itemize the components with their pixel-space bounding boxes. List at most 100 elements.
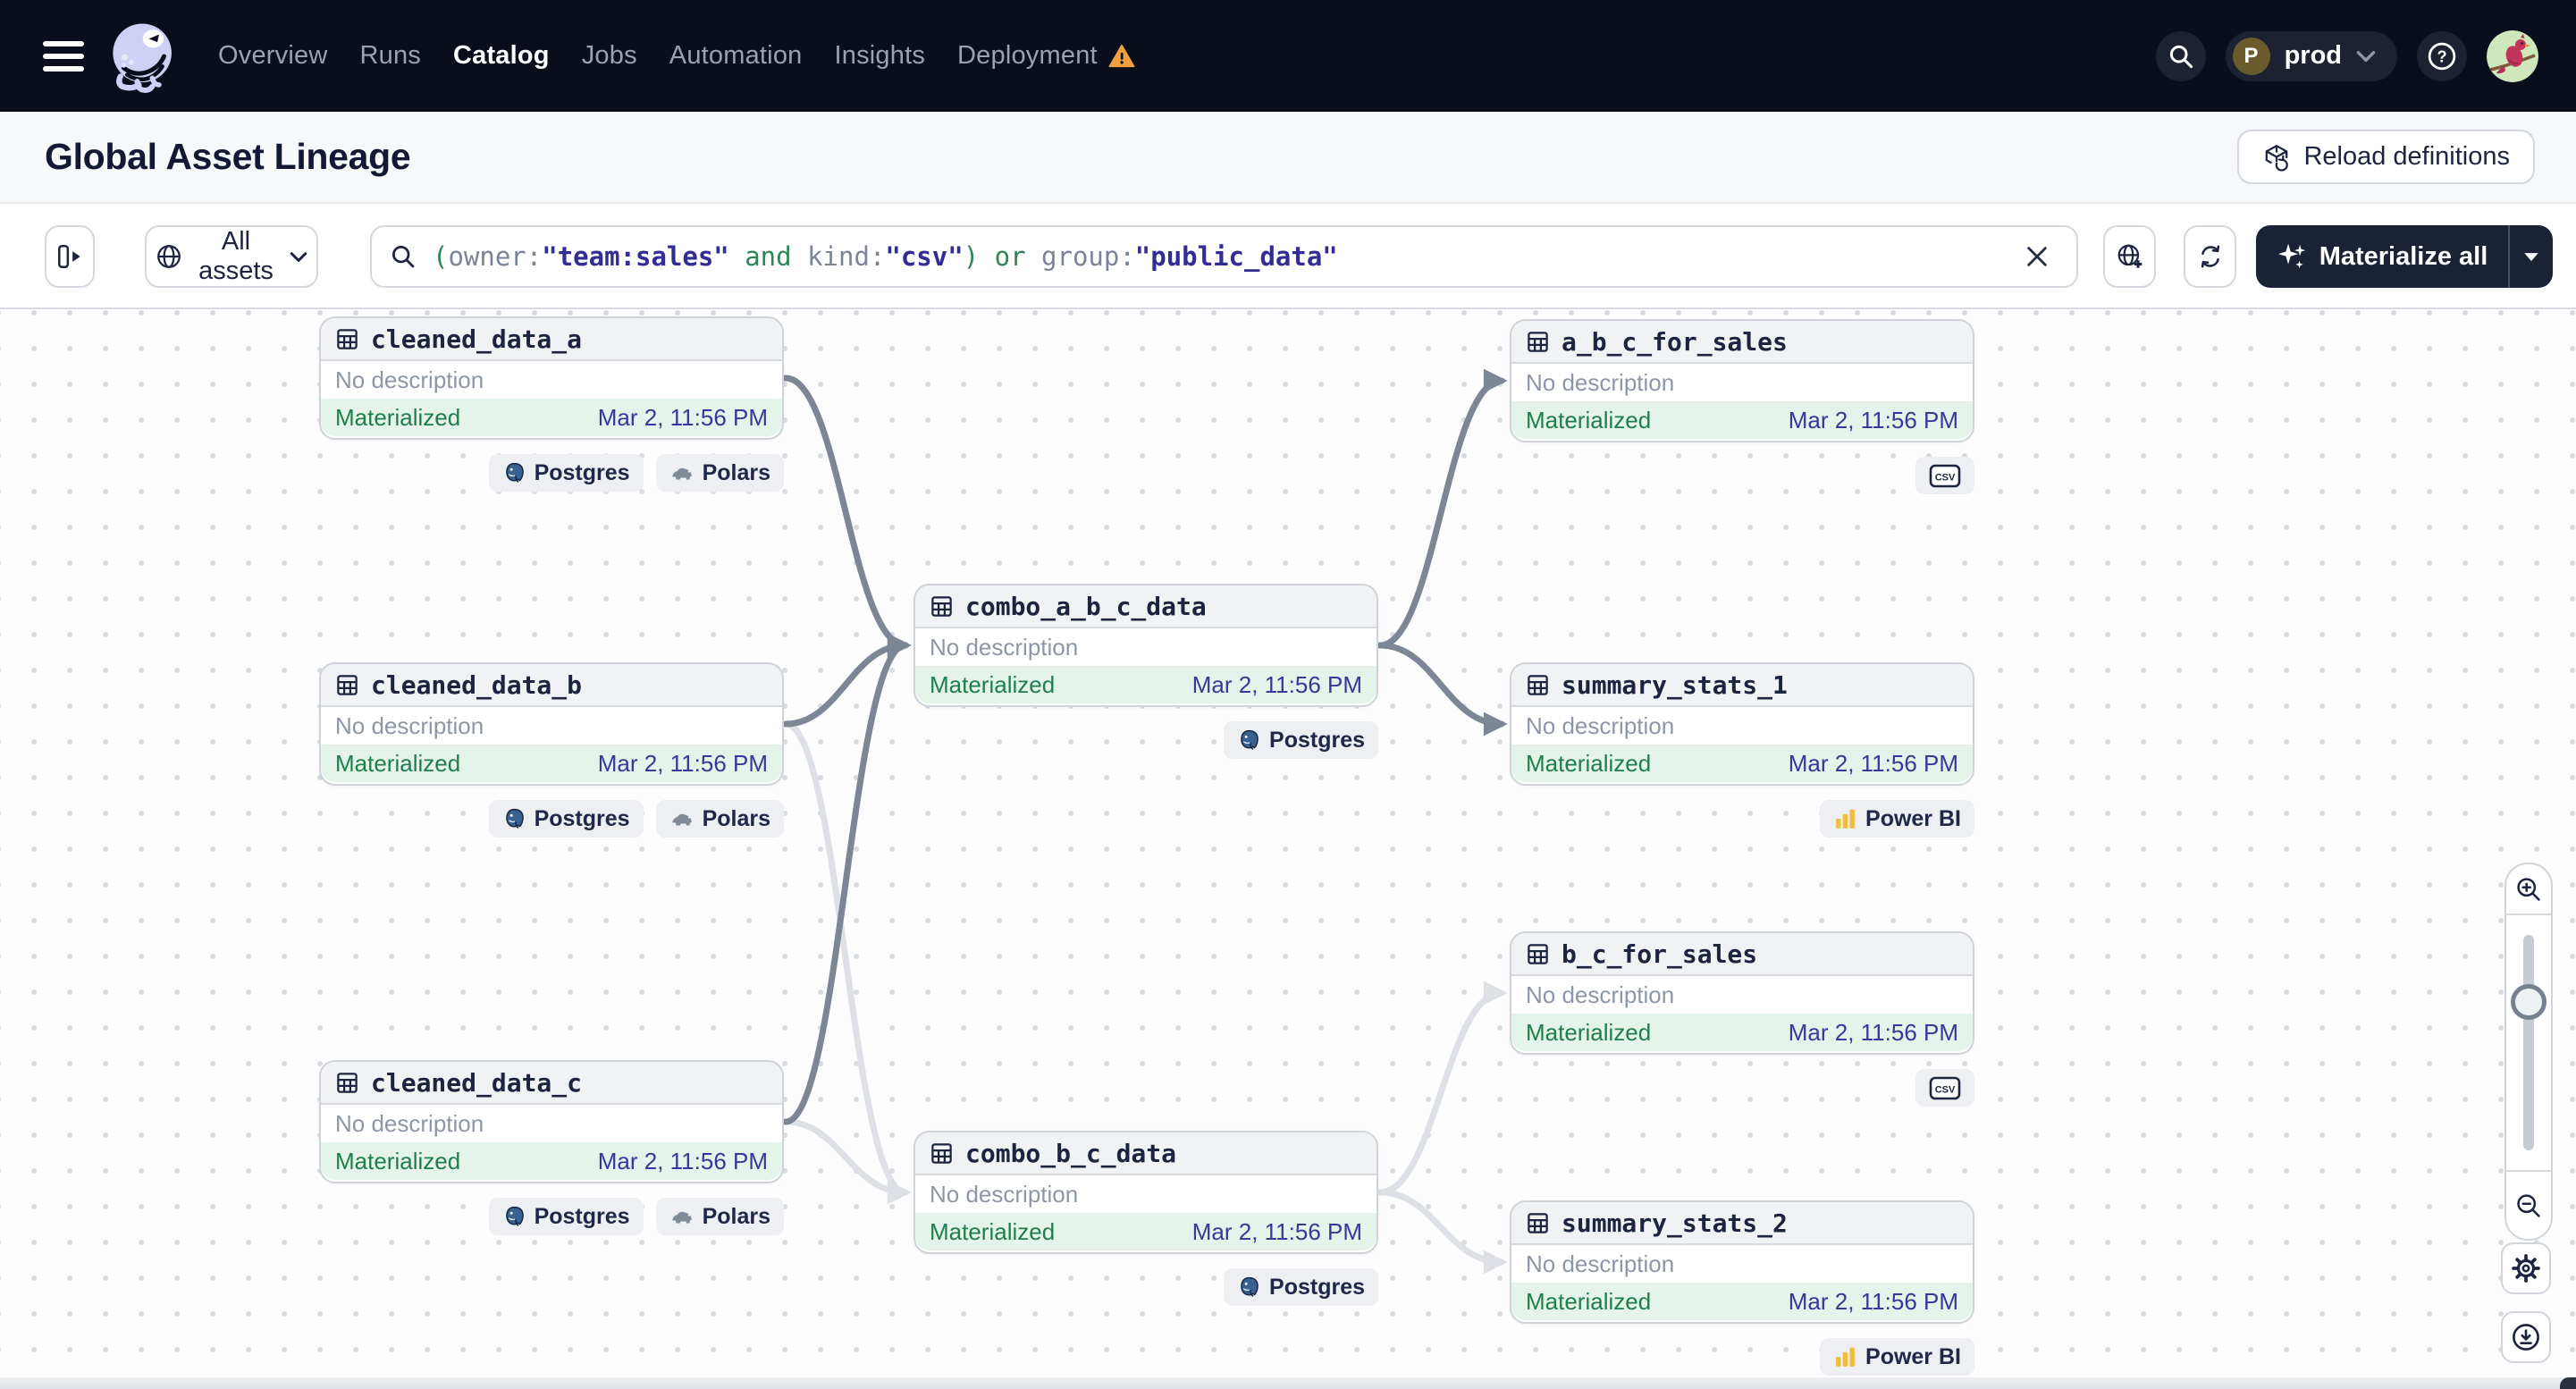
asset-node-b_c_for_sales[interactable]: b_c_for_sales No description Materialize…: [1510, 931, 1974, 1055]
nav-item-insights[interactable]: Insights: [834, 41, 925, 71]
asset-name: combo_b_c_data: [965, 1138, 1177, 1168]
kind-tag-csv[interactable]: CSV: [1915, 1069, 1974, 1107]
asset-description: No description: [1526, 711, 1675, 739]
kind-tag-powerbi[interactable]: Power BI: [1820, 800, 1974, 838]
asset-tags-summary_stats_1: Power BI: [1510, 800, 1974, 838]
kind-tag-powerbi[interactable]: Power BI: [1820, 1338, 1974, 1376]
materialize-all-button[interactable]: Materialize all: [2256, 225, 2508, 288]
zoom-slider-thumb[interactable]: [2511, 983, 2547, 1020]
asset-status-bar: Materialized Mar 2, 11:56 PM: [321, 1142, 782, 1180]
help-button[interactable]: ?: [2417, 30, 2467, 81]
user-avatar[interactable]: [2487, 29, 2538, 82]
nav-item-jobs[interactable]: Jobs: [582, 41, 637, 71]
asset-node-summary_stats_2[interactable]: summary_stats_2 No description Materiali…: [1510, 1200, 1974, 1324]
table-icon: [335, 1071, 359, 1095]
refresh-button[interactable]: [2184, 225, 2236, 288]
asset-name: cleaned_data_a: [371, 324, 583, 354]
gear-icon: [2511, 1253, 2541, 1284]
kind-tag-postgres[interactable]: Postgres: [488, 800, 644, 838]
asset-name: summary_stats_1: [1562, 669, 1788, 700]
kind-tag-csv[interactable]: CSV: [1915, 457, 1974, 494]
asset-description: No description: [1526, 1250, 1675, 1277]
asset-node-cleaned_data_a[interactable]: cleaned_data_a No description Materializ…: [319, 316, 784, 440]
nav-item-overview[interactable]: Overview: [218, 41, 327, 71]
asset-node-header: b_c_for_sales: [1511, 933, 1973, 976]
kind-tag-polars[interactable]: Polars: [655, 1198, 784, 1235]
kind-tag-label: Postgres: [534, 805, 630, 831]
zoom-slider[interactable]: [2506, 915, 2551, 1170]
asset-scope-dropdown[interactable]: All assets: [145, 225, 318, 288]
kind-tag-postgres[interactable]: Postgres: [1224, 721, 1378, 759]
kind-tag-label: Power BI: [1865, 805, 1961, 831]
svg-text:?: ?: [2437, 47, 2446, 65]
globe-icon: [156, 243, 182, 270]
materialized-status: Materialized: [335, 749, 461, 777]
postgres-icon: [1237, 1275, 1261, 1300]
asset-tags-combo_b_c_data: Postgres: [913, 1268, 1378, 1306]
materialization-timestamp: Mar 2, 11:56 PM: [1788, 749, 1958, 777]
kind-tag-label: Power BI: [1865, 1343, 1961, 1369]
nav-item-label: Automation: [669, 41, 803, 70]
materialized-status: Materialized: [1526, 1287, 1652, 1315]
nav-item-automation[interactable]: Automation: [669, 41, 803, 71]
bottom-scroll-strip[interactable]: [0, 1377, 2576, 1389]
kind-tag-postgres[interactable]: Postgres: [488, 454, 644, 492]
asset-node-combo_a_b_c_data[interactable]: combo_a_b_c_data No description Material…: [913, 584, 1378, 707]
reload-definitions-button[interactable]: Reload definitions: [2237, 130, 2535, 184]
caret-down-icon: [2522, 250, 2540, 263]
settings-button[interactable]: [2501, 1242, 2551, 1294]
download-button[interactable]: [2501, 1311, 2551, 1363]
deployment-switcher[interactable]: P prod: [2225, 30, 2397, 81]
materialization-timestamp: Mar 2, 11:56 PM: [597, 1147, 768, 1174]
search-icon: [390, 243, 417, 270]
nav-item-label: Catalog: [452, 41, 550, 70]
asset-node-summary_stats_1[interactable]: summary_stats_1 No description Materiali…: [1510, 662, 1974, 786]
table-icon: [1526, 673, 1550, 697]
postgres-icon: [502, 1205, 526, 1229]
materialized-status: Materialized: [930, 1217, 1056, 1245]
zoom-out-button[interactable]: [2506, 1170, 2551, 1239]
asset-node-header: combo_a_b_c_data: [915, 585, 1376, 628]
warning-icon: [1108, 44, 1135, 68]
reload-cube-icon: [2262, 143, 2291, 172]
menu-icon[interactable]: [43, 40, 84, 72]
nav-item-deployment[interactable]: Deployment: [957, 41, 1135, 71]
table-icon: [1526, 1211, 1550, 1235]
materialize-options-caret[interactable]: [2508, 225, 2553, 288]
kind-tag-postgres[interactable]: Postgres: [1224, 1268, 1378, 1306]
asset-node-cleaned_data_b[interactable]: cleaned_data_b No description Materializ…: [319, 662, 784, 786]
global-search-button[interactable]: [2155, 30, 2206, 81]
kind-tag-label: Polars: [702, 1203, 770, 1229]
asset-node-cleaned_data_c[interactable]: cleaned_data_c No description Materializ…: [319, 1060, 784, 1183]
zoom-in-button[interactable]: [2506, 864, 2551, 915]
panel-expand-icon: [55, 242, 84, 271]
polars-icon: [669, 464, 695, 483]
deployment-name: prod: [2284, 41, 2342, 70]
visualize-scope-button[interactable]: [2103, 225, 2156, 288]
nav-item-catalog[interactable]: Catalog: [453, 41, 550, 71]
table-icon: [930, 1141, 954, 1166]
asset-tags-cleaned_data_a: Postgres Polars: [319, 454, 784, 492]
asset-filter-input[interactable]: (owner:"team:sales" and kind:"csv") or g…: [370, 225, 2078, 288]
nav-item-runs[interactable]: Runs: [359, 41, 421, 71]
asset-tags-a_b_c_for_sales: CSV: [1510, 457, 1974, 494]
kind-tag-polars[interactable]: Polars: [655, 800, 784, 838]
nav-item-label: Insights: [834, 41, 926, 70]
expand-panel-button[interactable]: [45, 225, 95, 288]
asset-node-combo_b_c_data[interactable]: combo_b_c_data No description Materializ…: [913, 1131, 1378, 1254]
close-icon: [2025, 244, 2050, 269]
clear-filter-button[interactable]: [2016, 235, 2058, 278]
nav-item-label: Jobs: [581, 41, 637, 70]
kind-tag-postgres[interactable]: Postgres: [488, 1198, 644, 1235]
materialized-status: Materialized: [1526, 406, 1652, 434]
materialization-timestamp: Mar 2, 11:56 PM: [597, 749, 768, 777]
materialized-status: Materialized: [930, 670, 1056, 698]
asset-node-header: a_b_c_for_sales: [1511, 321, 1973, 364]
kind-tag-polars[interactable]: Polars: [655, 454, 784, 492]
asset-node-header: cleaned_data_c: [321, 1062, 782, 1105]
asset-tags-b_c_for_sales: CSV: [1510, 1069, 1974, 1107]
globe-add-icon: [2116, 242, 2144, 271]
asset-description: No description: [1526, 368, 1675, 396]
asset-node-a_b_c_for_sales[interactable]: a_b_c_for_sales No description Materiali…: [1510, 319, 1974, 442]
